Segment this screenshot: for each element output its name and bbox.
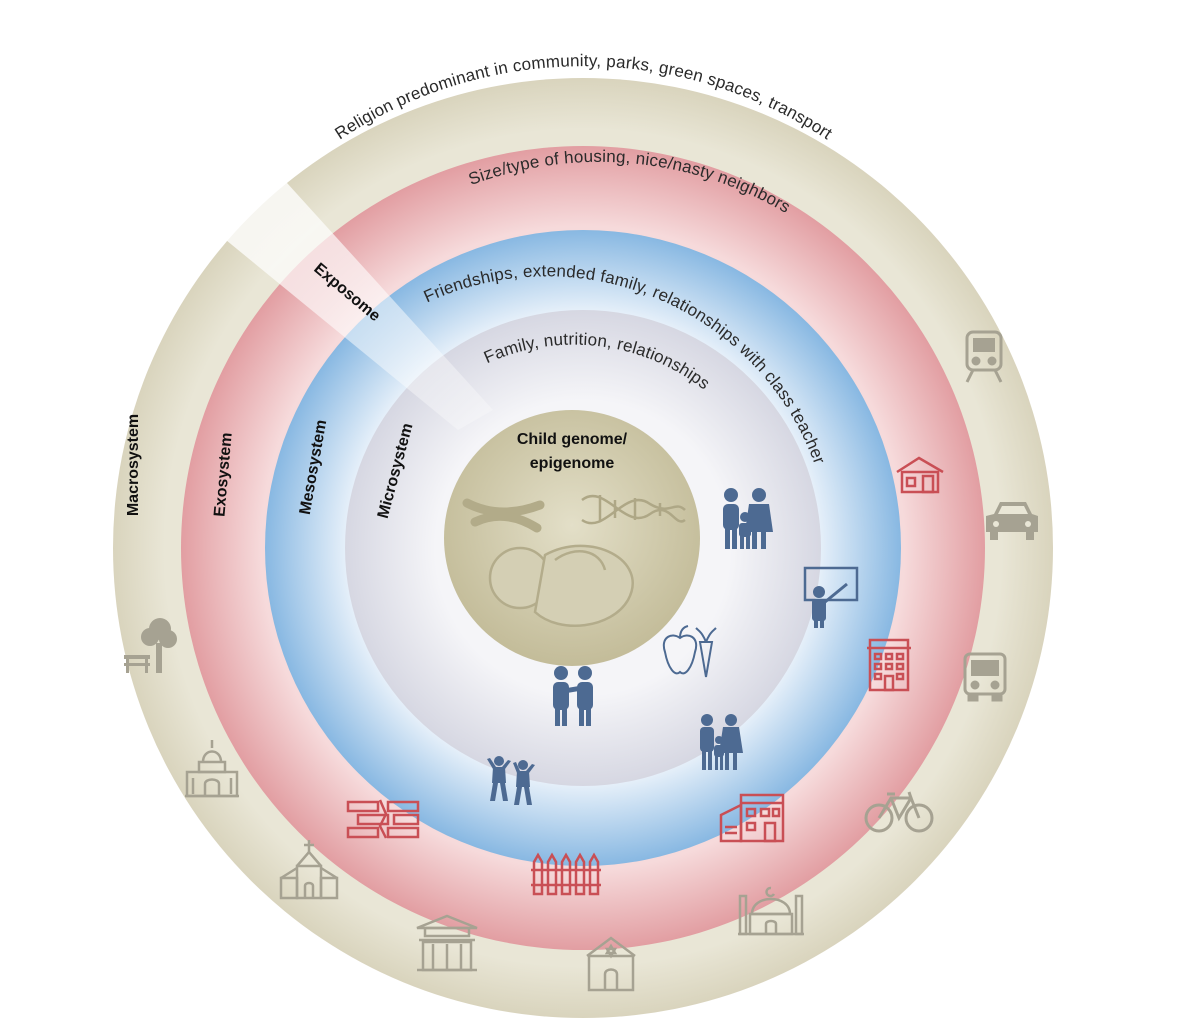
synagogue-icon: [586, 936, 636, 992]
food-icon: [662, 625, 717, 678]
fetus-icon: [488, 544, 634, 627]
extended-family-icon: [700, 714, 743, 770]
park-icon: [124, 618, 177, 673]
train-icon: [965, 330, 1003, 383]
brick-wall-icon: [346, 799, 420, 839]
house-icon: [896, 456, 944, 494]
temple-icon: [185, 740, 239, 798]
pagoda-icon: [416, 914, 478, 972]
apartment-icon: [867, 638, 911, 692]
church-icon: [279, 840, 339, 900]
chromosome-icon: [462, 498, 545, 533]
mosque-icon: [738, 886, 804, 936]
bus-icon: [963, 652, 1007, 702]
friends-icon: [487, 756, 535, 805]
family-icon: [723, 488, 773, 549]
car-icon: [986, 502, 1038, 540]
townhouse-icon: [719, 793, 785, 843]
couple-icon: [553, 666, 593, 726]
exposome-beam: [193, 140, 493, 430]
bicycle-icon: [864, 791, 934, 833]
core-title-line1: Child genome/: [517, 431, 628, 448]
teacher-icon: [803, 566, 859, 628]
fence-icon: [531, 852, 601, 896]
core-circle: [444, 410, 700, 666]
core-title-line2: epigenome: [530, 455, 615, 472]
dna-icon: [581, 494, 686, 525]
macrosystem-label: Macrosystem: [125, 414, 142, 516]
